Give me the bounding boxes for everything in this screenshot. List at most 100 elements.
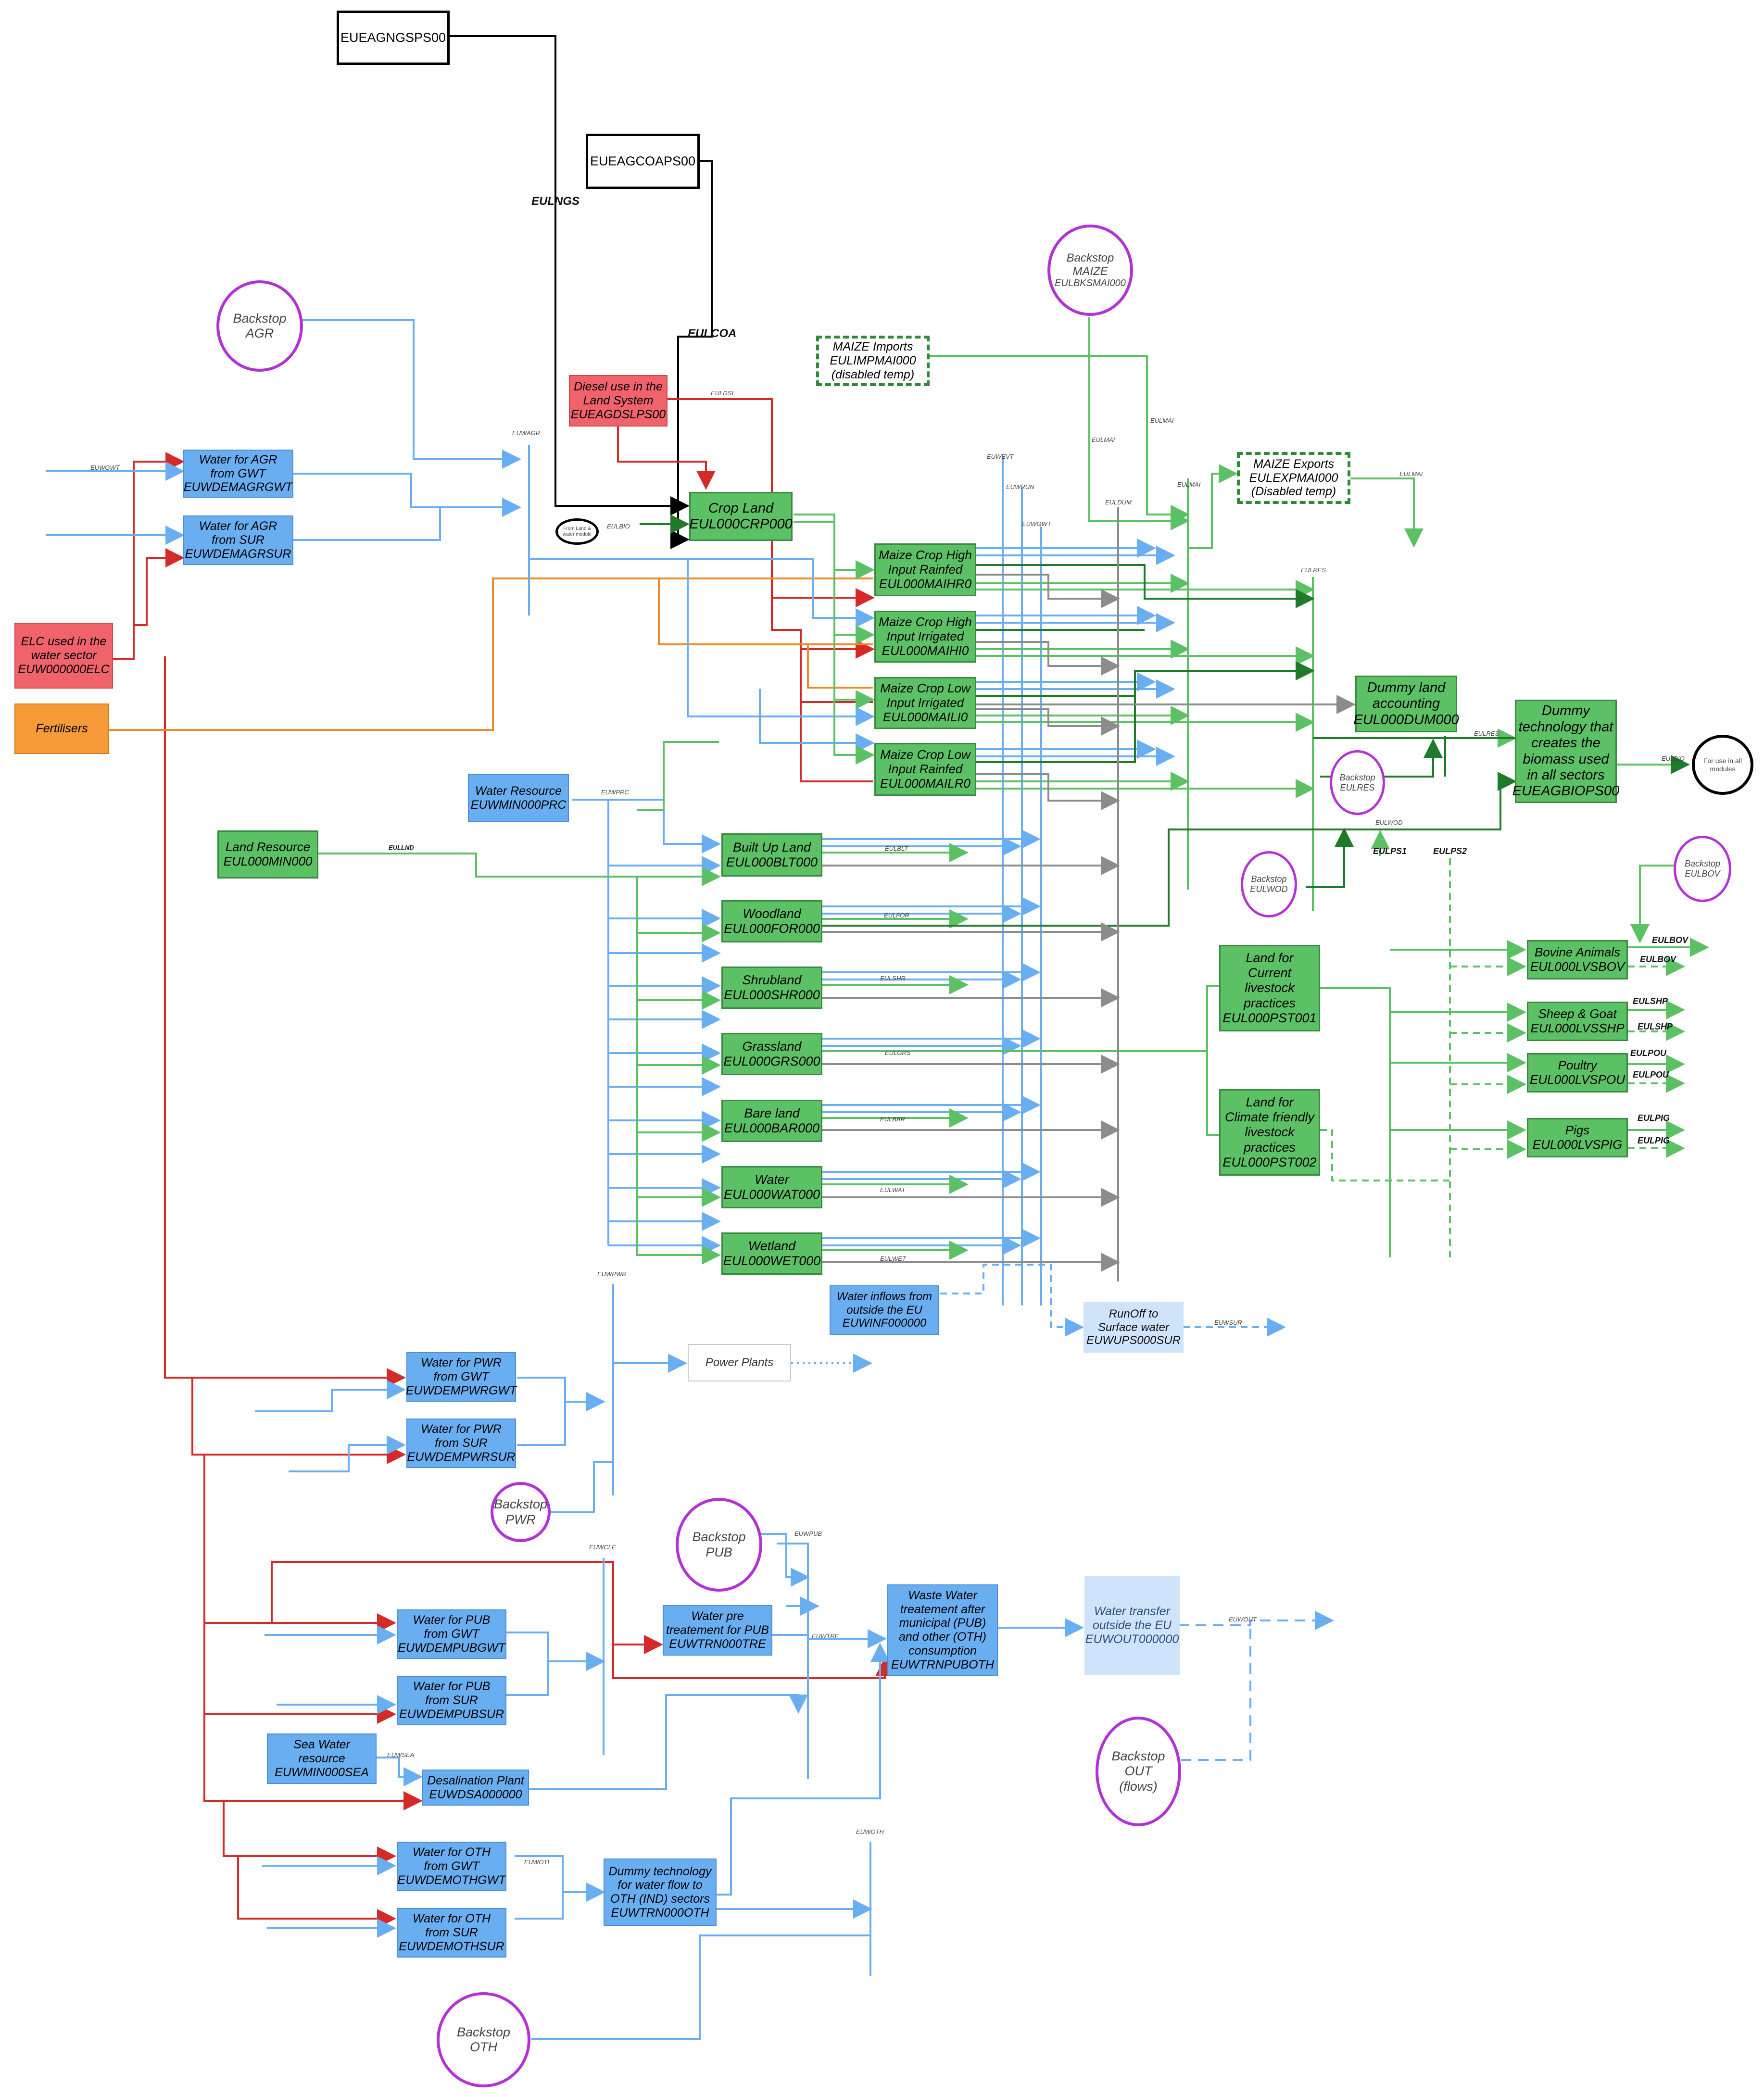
grassland-node[interactable]: Grassland EUL000GRS000 (721, 1033, 822, 1075)
euagcoa-node[interactable]: EUEAGCOAPS00 (586, 134, 700, 189)
for-use-circle[interactable]: For use in all modules (1692, 735, 1753, 795)
shrubland-node[interactable]: Shrubland EUL000SHR000 (721, 967, 822, 1009)
diesel-node[interactable]: Diesel use in the Land System EUEAGDSLPS… (569, 375, 668, 427)
water-agr-gwt-node[interactable]: Water for AGR from GWT EUWDEMAGRGWT (183, 450, 293, 498)
woodland-node[interactable]: Woodland EUL000FOR000 (721, 900, 822, 942)
built-up-node[interactable]: Built Up Land EUL000BLT000 (721, 833, 822, 877)
fertilisers-node[interactable]: Fertilisers (14, 703, 109, 754)
power-plants-node[interactable]: Power Plants (688, 1344, 791, 1381)
node-line: EUL000LVSBOV (1530, 959, 1625, 974)
node-line: EUWMIN000PRC (470, 798, 567, 812)
water-pwr-sur-node[interactable]: Water for PWR from SUR EUWDEMPWRSUR (406, 1419, 516, 1468)
maize-hr-node[interactable]: Maize Crop High Input Rainfed EUL000MAIH… (874, 543, 976, 596)
poultry-node[interactable]: Poultry EUL000LVSPOU (1527, 1053, 1628, 1092)
node-line: Backstop (456, 2024, 511, 2039)
node-line: EUL000WET000 (723, 1254, 821, 1268)
desalination-node[interactable]: Desalination Plant EUWDSA000000 (422, 1770, 529, 1806)
flow-label: EULFOR (884, 912, 909, 919)
node-line: EUL000GRS000 (723, 1054, 820, 1068)
water-oth-gwt-node[interactable]: Water for OTH from GWT EUWDEMOTHGWT (397, 1842, 506, 1891)
water-resource-node[interactable]: Water Resource EUWMIN000PRC (468, 774, 569, 822)
node-line: Water for PWR (421, 1422, 502, 1436)
bovine-node[interactable]: Bovine Animals EUL000LVSBOV (1527, 940, 1628, 979)
water-inflows-node[interactable]: Water inflows from outside the EU EUWINF… (830, 1285, 939, 1335)
from-land-circle[interactable]: From Land & water module (555, 518, 599, 545)
node-line: Water for PUB (413, 1680, 491, 1694)
maize-hi-node[interactable]: Maize Crop High Input Irrigated EUL000MA… (874, 611, 976, 663)
runoff-node[interactable]: RunOff to Surface water EUWUPS000SUR (1084, 1302, 1184, 1353)
node-line: Pigs (1565, 1123, 1590, 1138)
node-line: Backstop (233, 311, 287, 326)
backstop-agr-circle[interactable]: Backstop AGR (216, 280, 303, 372)
dummy-oth-node[interactable]: Dummy technology for water flow to OTH (… (604, 1858, 717, 1926)
node-line: For use in all (1703, 757, 1742, 765)
node-line: Surface water (1097, 1320, 1170, 1334)
water-pub-sur-node[interactable]: Water for PUB from SUR EUWDEMPUBSUR (397, 1676, 506, 1725)
bare-land-node[interactable]: Bare land EUL000BAR000 (721, 1100, 822, 1142)
wetland-node[interactable]: Wetland EUL000WET000 (721, 1232, 822, 1275)
sea-water-node[interactable]: Sea Water resource EUWMIN000SEA (267, 1733, 377, 1784)
node-line: Backstop (1339, 772, 1375, 782)
maize-exports-node[interactable]: MAIZE Exports EULEXPMAI000 (Disabled tem… (1237, 452, 1350, 504)
node-line: treatement after (900, 1602, 985, 1616)
euagngs-node[interactable]: EUEAGNGSPS00 (337, 11, 450, 65)
dummy-land-node[interactable]: Dummy land accounting EUL000DUM000 (1353, 676, 1459, 732)
backstop-eulwod-circle[interactable]: Backstop EULWOD (1241, 851, 1297, 917)
fuel-flows (450, 35, 713, 549)
backstop-out-circle[interactable]: Backstop OUT (flows) (1096, 1717, 1181, 1826)
backstop-oth-circle[interactable]: Backstop OTH (437, 1992, 530, 2087)
node-line: Water for PWR (421, 1356, 502, 1370)
land-current-node[interactable]: Land for Current livestock practices EUL… (1219, 945, 1320, 1031)
node-line: EUW000000ELC (18, 662, 110, 676)
flow-label: EULBIO (607, 523, 630, 530)
backstop-pub-circle[interactable]: Backstop PUB (676, 1498, 762, 1592)
node-line: Water pre (691, 1609, 744, 1623)
dummy-tech-node[interactable]: Dummy technology that creates the biomas… (1512, 700, 1619, 803)
backstop-eulres-circle[interactable]: Backstop EULRES (1330, 750, 1385, 815)
node-line: EUWTRN000OTH (611, 1906, 709, 1920)
water-transfer-node[interactable]: Water transfer outside the EU EUWOUT0000… (1084, 1576, 1180, 1675)
maize-lr-node[interactable]: Maize Crop Low Input Rainfed EUL000MAILR… (874, 743, 976, 796)
waste-water-node[interactable]: Waste Water treatement after municipal (… (887, 1584, 998, 1676)
node-line: AGR (245, 326, 274, 340)
node-line: Maize Crop High (879, 615, 972, 629)
land-flows (317, 317, 1709, 1265)
node-line: Land System (583, 394, 654, 408)
node-line: Input Rainfed (888, 762, 963, 777)
flow-label: EULPS2 (1433, 846, 1467, 856)
water-oth-sur-node[interactable]: Water for OTH from SUR EUWDEMOTHSUR (397, 1908, 506, 1958)
pigs-node[interactable]: Pigs EUL000LVSPIG (1527, 1118, 1628, 1157)
node-line: Backstop (1066, 251, 1114, 264)
sheep-node[interactable]: Sheep & Goat EUL000LVSSHP (1527, 1002, 1628, 1041)
node-line: from SUR (425, 1926, 478, 1940)
maize-li-node[interactable]: Maize Crop Low Input Irrigated EUL000MAI… (874, 677, 976, 729)
water-pwr-gwt-node[interactable]: Water for PWR from GWT EUWDEMPWRGWT (406, 1352, 517, 1402)
backstop-pwr-circle[interactable]: Backstop PWR (491, 1482, 551, 1542)
backstop-eulbov-circle[interactable]: Backstop EULBOV (1674, 836, 1731, 902)
node-line: EUWDEMAGRGWT (183, 480, 293, 494)
water-land-node[interactable]: Water EUL000WAT000 (721, 1166, 822, 1208)
node-line: ELC used in the (21, 635, 107, 649)
node-line: Water for AGR (199, 452, 277, 466)
flow-label: EUWTRE (812, 1632, 839, 1640)
elc-node[interactable]: ELC used in the water sector EUW000000EL… (14, 623, 113, 689)
node-line: Dummy (1542, 703, 1590, 719)
node-line: EUWTRN000TRE (669, 1637, 766, 1651)
node-line: livestock (1245, 980, 1295, 995)
node-line: PWR (505, 1512, 536, 1527)
flow-label: EULCOA (688, 327, 737, 340)
land-climate-node[interactable]: Land for Climate friendly livestock prac… (1219, 1089, 1320, 1176)
land-resource-node[interactable]: Land Resource EUL000MIN000 (217, 830, 318, 879)
node-line: Land Resource (225, 840, 311, 854)
maize-imports-node[interactable]: MAIZE Imports EULIMPMAI000 (disabled tem… (816, 336, 930, 386)
water-pub-gwt-node[interactable]: Water for PUB from GWT EUWDEMPUBGWT (397, 1609, 506, 1659)
node-line: Water (755, 1172, 789, 1187)
node-line: EUWINF000000 (842, 1317, 927, 1330)
water-agr-sur-node[interactable]: Water for AGR from SUR EUWDEMAGRSUR (183, 515, 293, 565)
node-line: from SUR (212, 533, 265, 547)
flow-label: EULBIO (1662, 755, 1685, 762)
node-line: (flows) (1119, 1779, 1158, 1794)
crop-land-node[interactable]: Crop Land EUL000CRP000 (689, 492, 793, 541)
backstop-maize-circle[interactable]: Backstop MAIZE EULBKSMAI000 (1047, 225, 1133, 316)
water-pre-node[interactable]: Water pre treatement for PUB EUWTRN000TR… (663, 1605, 772, 1656)
